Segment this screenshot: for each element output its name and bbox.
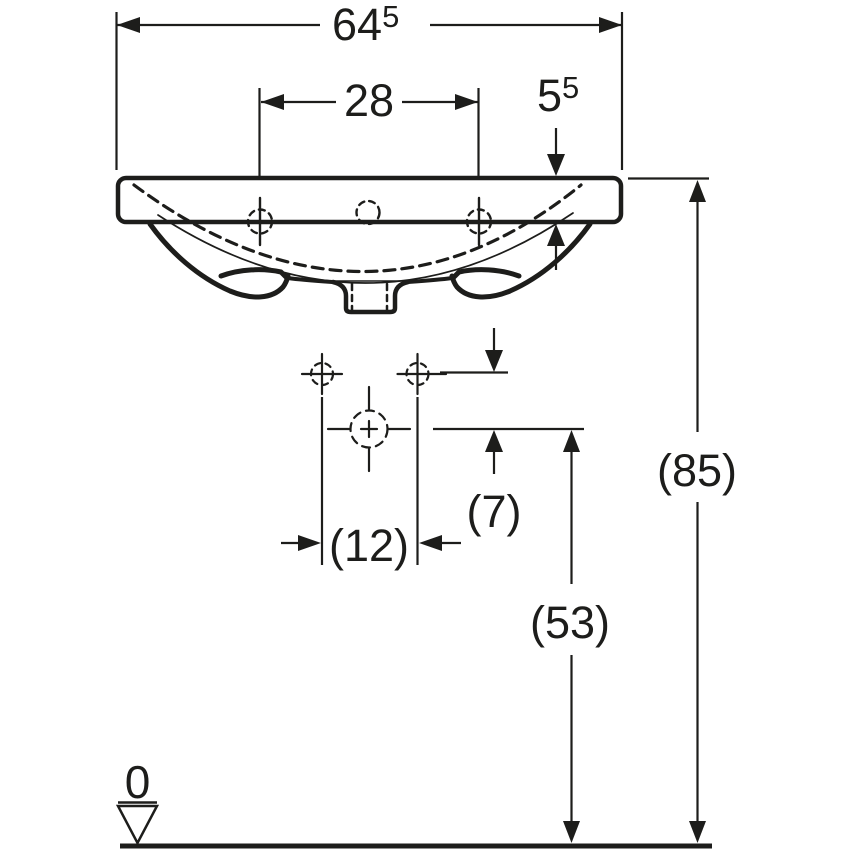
drain-trap-outline <box>330 279 411 315</box>
dim-fixing-hole-spacing: (12) <box>281 397 461 571</box>
dim-53-arrow-up <box>563 430 580 452</box>
washbasin-front-view <box>115 175 624 315</box>
dim-7-arrow-down <box>485 350 503 372</box>
dim-28-arrow-right <box>455 94 478 110</box>
dim-53-label: (53) <box>530 597 610 648</box>
drain-center-mark <box>326 385 412 473</box>
fixing-hole-right <box>396 352 448 396</box>
dim-55-arrow-down <box>547 154 565 176</box>
dim-53-arrow-down <box>563 821 580 843</box>
dim-total-width: 645 <box>115 0 624 170</box>
overflow-hole <box>355 199 381 226</box>
dim-12-arrow-left <box>298 535 321 551</box>
dim-outlet-offset: (7) <box>433 328 584 537</box>
bowl-edge-left <box>286 276 335 284</box>
dim-12-label: (12) <box>329 520 409 571</box>
dim-7-arrow-up <box>485 430 503 452</box>
bowl-profile-left <box>147 221 291 300</box>
datum-zero-label: 0 <box>125 756 151 808</box>
tap-hole-right <box>455 196 503 247</box>
bracket-left <box>218 267 290 281</box>
dim-outlet-height: (53) <box>530 430 610 843</box>
bracket-right <box>450 267 522 281</box>
dim-85-arrow-up <box>689 180 706 202</box>
basin-inner-surface-line <box>157 212 574 284</box>
dim-total-width-arrow-right <box>599 17 622 33</box>
dim-total-width-arrow-left <box>117 17 140 33</box>
datum-triangle-icon <box>115 804 160 846</box>
dim-tap-hole-spacing: 28 <box>258 75 480 176</box>
dim-85-arrow-down <box>689 821 706 843</box>
fixing-and-drain-marks <box>300 352 448 473</box>
dim-28-arrow-left <box>261 94 284 110</box>
dim-7-label: (7) <box>467 486 522 537</box>
dim-overall-height: (85) <box>628 177 737 843</box>
bowl-profile-right <box>449 221 593 300</box>
dim-85-label: (85) <box>657 445 737 496</box>
bowl-edge-right <box>405 276 454 284</box>
dim-55-label: 55 <box>537 70 579 121</box>
dim-12-arrow-right <box>419 535 442 551</box>
washbasin-rim <box>115 175 624 225</box>
dim-total-width-label: 645 <box>332 0 399 50</box>
tap-hole-left <box>236 196 284 247</box>
basin-inner-edge-dashed <box>132 183 583 273</box>
dim-28-label: 28 <box>344 75 394 126</box>
dim-apron-height: 55 <box>537 70 579 270</box>
dim-55-arrow-up <box>547 224 565 246</box>
floor-and-datum: 0 <box>115 756 712 849</box>
fixing-hole-left <box>300 352 344 396</box>
